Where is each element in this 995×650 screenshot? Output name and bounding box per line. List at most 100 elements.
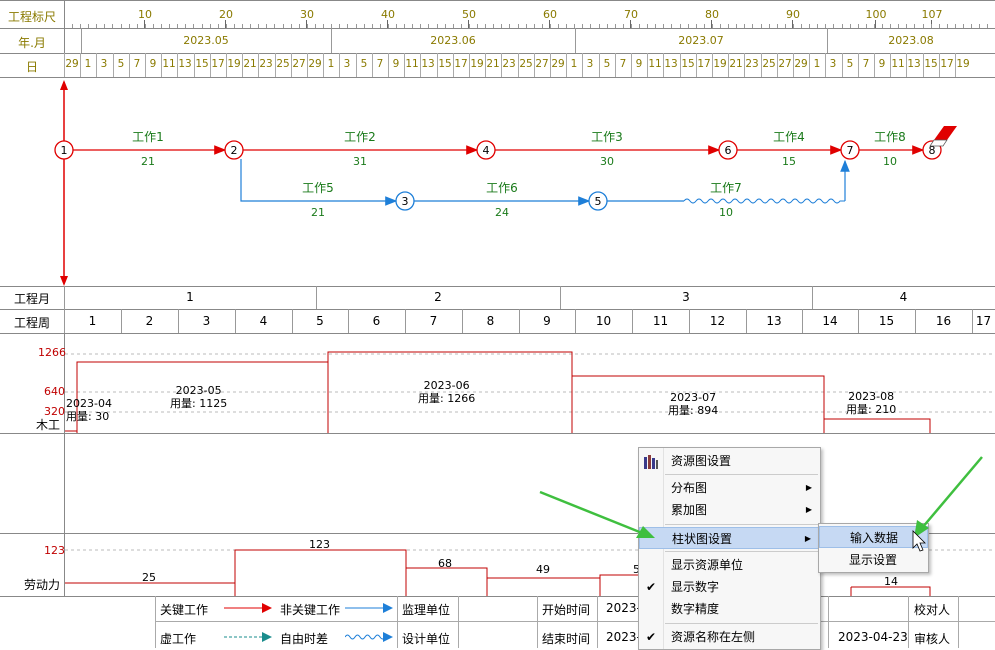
- legend-end-time: 结束时间: [542, 632, 591, 646]
- project-week-cell: 5: [316, 314, 324, 328]
- legend-table: 关键工作 非关键工作 监理单位 开始时间 2023- 校对人 虚工作 自由时差 …: [0, 596, 995, 648]
- node-1[interactable]: [54, 140, 74, 160]
- day-cell: 15: [195, 58, 209, 70]
- day-cell: 25: [519, 58, 533, 70]
- axis-320: 320: [44, 405, 65, 418]
- menu-cumulative[interactable]: 累加图▶: [639, 499, 820, 521]
- task-name: 工作1: [132, 130, 164, 144]
- day-cell: 5: [603, 58, 611, 70]
- task-duration: 30: [600, 155, 614, 168]
- task-name: 工作5: [302, 181, 334, 195]
- node-6[interactable]: [718, 140, 738, 160]
- day-cell: 29: [308, 58, 322, 70]
- resource-chart-icon: [644, 454, 658, 469]
- legend-start-value: 2023-: [606, 601, 641, 615]
- day-cell: 11: [162, 58, 176, 70]
- project-month-label: 工程月: [13, 292, 50, 306]
- node-4[interactable]: [476, 140, 496, 160]
- day-cell: 25: [276, 58, 290, 70]
- task-duration: 10: [719, 206, 733, 219]
- day-cell: 7: [862, 58, 870, 70]
- node-label: 2: [231, 144, 238, 157]
- labor-axis: 123: [44, 544, 65, 557]
- task-arrow-5[interactable]: [240, 159, 398, 206]
- node-label: 3: [402, 195, 409, 208]
- project-week-cell: 2: [145, 314, 154, 328]
- day-cell: 17: [697, 58, 711, 70]
- menu-bar-chart-settings[interactable]: 柱状图设置▶: [639, 527, 820, 549]
- scale-tick: 50: [462, 8, 476, 21]
- menu-resource-settings[interactable]: 资源图设置: [639, 450, 820, 472]
- day-cell: 15: [681, 58, 695, 70]
- task-name: 工作3: [591, 130, 623, 144]
- submenu[interactable]: 输入数据 显示设置: [818, 523, 929, 573]
- day-cell: 19: [713, 58, 727, 70]
- month-row-label: 年.月: [18, 36, 46, 50]
- day-cell: 29: [65, 58, 79, 70]
- day-cell: 9: [878, 58, 886, 70]
- node-2[interactable]: [224, 140, 244, 160]
- context-menu[interactable]: 资源图设置 分布图▶ 累加图▶ 柱状图设置▶ 显示资源单位 ✔ 显示数字 数字精…: [638, 447, 821, 650]
- day-cell: 17: [211, 58, 225, 70]
- day-cell: 13: [421, 58, 435, 70]
- month-cell: 2023.06: [430, 34, 476, 47]
- resource-name: 木工: [36, 418, 61, 432]
- day-cell: 15: [438, 58, 452, 70]
- menu-show-unit[interactable]: 显示资源单位: [671, 558, 744, 572]
- task-duration: 21: [311, 206, 325, 219]
- day-cell: 15: [924, 58, 938, 70]
- month-cell: 2023.05: [183, 34, 229, 47]
- day-cell: 7: [133, 58, 141, 70]
- day-cell: 11: [891, 58, 905, 70]
- resource-empty-area[interactable]: [0, 434, 995, 534]
- labor-val-68: 68: [438, 557, 452, 570]
- task-name: 工作7: [710, 181, 742, 195]
- day-cell: 5: [846, 58, 854, 70]
- legend-reviewer: 审核人: [914, 632, 951, 646]
- day-row-label: 日: [25, 60, 38, 74]
- node-5[interactable]: [588, 191, 608, 211]
- scale-tick: 90: [786, 8, 800, 21]
- node-3[interactable]: [395, 191, 415, 211]
- labor-name: 劳动力: [24, 578, 61, 592]
- project-week-cell: 7: [429, 314, 438, 328]
- day-cell: 27: [778, 58, 792, 70]
- menu-number-precision[interactable]: 数字精度: [671, 602, 720, 616]
- project-week-cell: 4: [259, 314, 268, 328]
- day-cell: 11: [648, 58, 662, 70]
- legend-noncritical: 非关键工作: [280, 603, 341, 617]
- legend-supervisor: 监理单位: [402, 603, 451, 617]
- axis-1266: 1266: [38, 346, 66, 359]
- node-7[interactable]: [840, 140, 860, 160]
- task-name: 工作2: [344, 130, 376, 144]
- legend-dummy: 虚工作: [160, 632, 197, 646]
- day-cell: 27: [535, 58, 549, 70]
- day-cell: 13: [664, 58, 678, 70]
- project-week-cell: 10: [595, 314, 612, 328]
- menu-distribution[interactable]: 分布图▶: [639, 477, 820, 499]
- node-label: 8: [929, 144, 936, 157]
- menu-show-numbers[interactable]: ✔ 显示数字: [639, 576, 820, 598]
- project-week-cell: 13: [766, 314, 782, 328]
- day-cell: 17: [940, 58, 954, 70]
- scale-tick: 100: [865, 8, 887, 21]
- day-cell: 19: [956, 58, 970, 70]
- menu-name-left[interactable]: ✔ 资源名称在左侧: [639, 626, 820, 648]
- scale-tick: 10: [138, 8, 152, 21]
- labor-val-49: 49: [536, 563, 550, 576]
- scale-row-label: 工程标尺: [7, 10, 56, 24]
- labor-val-123: 123: [309, 538, 330, 551]
- day-cell: 19: [227, 58, 241, 70]
- axis-640: 640: [44, 385, 65, 398]
- scale-tick: 80: [705, 8, 719, 21]
- free-float-wave: [683, 198, 845, 204]
- day-cell: 19: [470, 58, 484, 70]
- scale-tick: 20: [219, 8, 233, 21]
- day-cell: 3: [586, 58, 594, 70]
- day-cell: 23: [502, 58, 516, 70]
- submenu-display-settings[interactable]: 显示设置: [849, 553, 898, 567]
- submenu-input-data[interactable]: 输入数据: [819, 526, 928, 548]
